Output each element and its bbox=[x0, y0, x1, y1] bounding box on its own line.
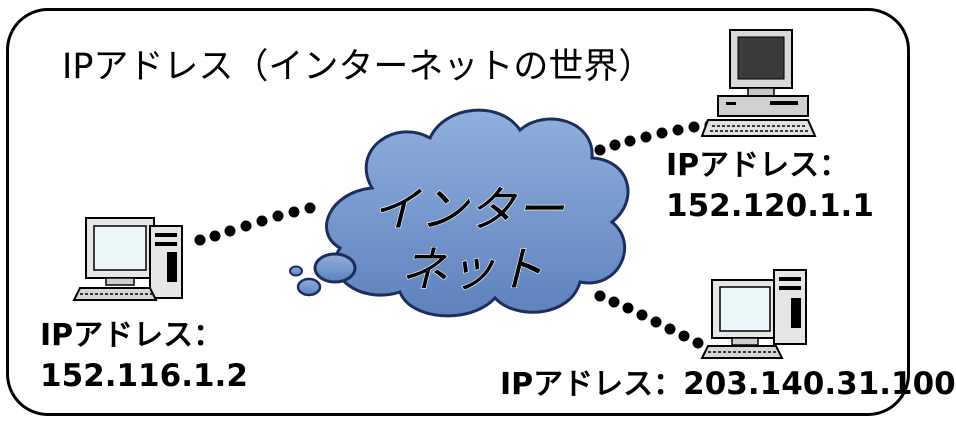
tower-computer-icon bbox=[72, 217, 183, 301]
ip-address: 203.140.31.100 bbox=[683, 366, 956, 402]
cloud-label-line2: ネット bbox=[400, 242, 544, 298]
ip-label: IPアドレス： bbox=[666, 148, 850, 183]
ip-label: IPアドレス： bbox=[40, 318, 224, 353]
ip-label: IPアドレス： bbox=[500, 367, 684, 402]
tower-computer-icon bbox=[700, 269, 807, 359]
computer-label-left: IPアドレス： 152.116.1.2 bbox=[40, 318, 248, 395]
diagram-canvas: IPアドレス（インターネットの世界） bbox=[6, 8, 956, 416]
desktop-computer-icon bbox=[700, 29, 817, 137]
computer-label-bottom-right: IPアドレス：203.140.31.100 bbox=[500, 366, 956, 403]
ip-address: 152.120.1.1 bbox=[666, 188, 874, 224]
cloud-label-line1: インター bbox=[372, 182, 565, 238]
ip-address: 152.116.1.2 bbox=[40, 358, 248, 394]
network-drawing: インター ネット bbox=[72, 29, 817, 359]
computer-label-top-right: IPアドレス： 152.120.1.1 bbox=[666, 148, 874, 225]
connection-line-bottom-right bbox=[594, 290, 704, 349]
diagram-title: IPアドレス（インターネットの世界） bbox=[62, 47, 654, 87]
connection-line-left bbox=[194, 202, 316, 246]
cloud-icon bbox=[289, 108, 630, 318]
